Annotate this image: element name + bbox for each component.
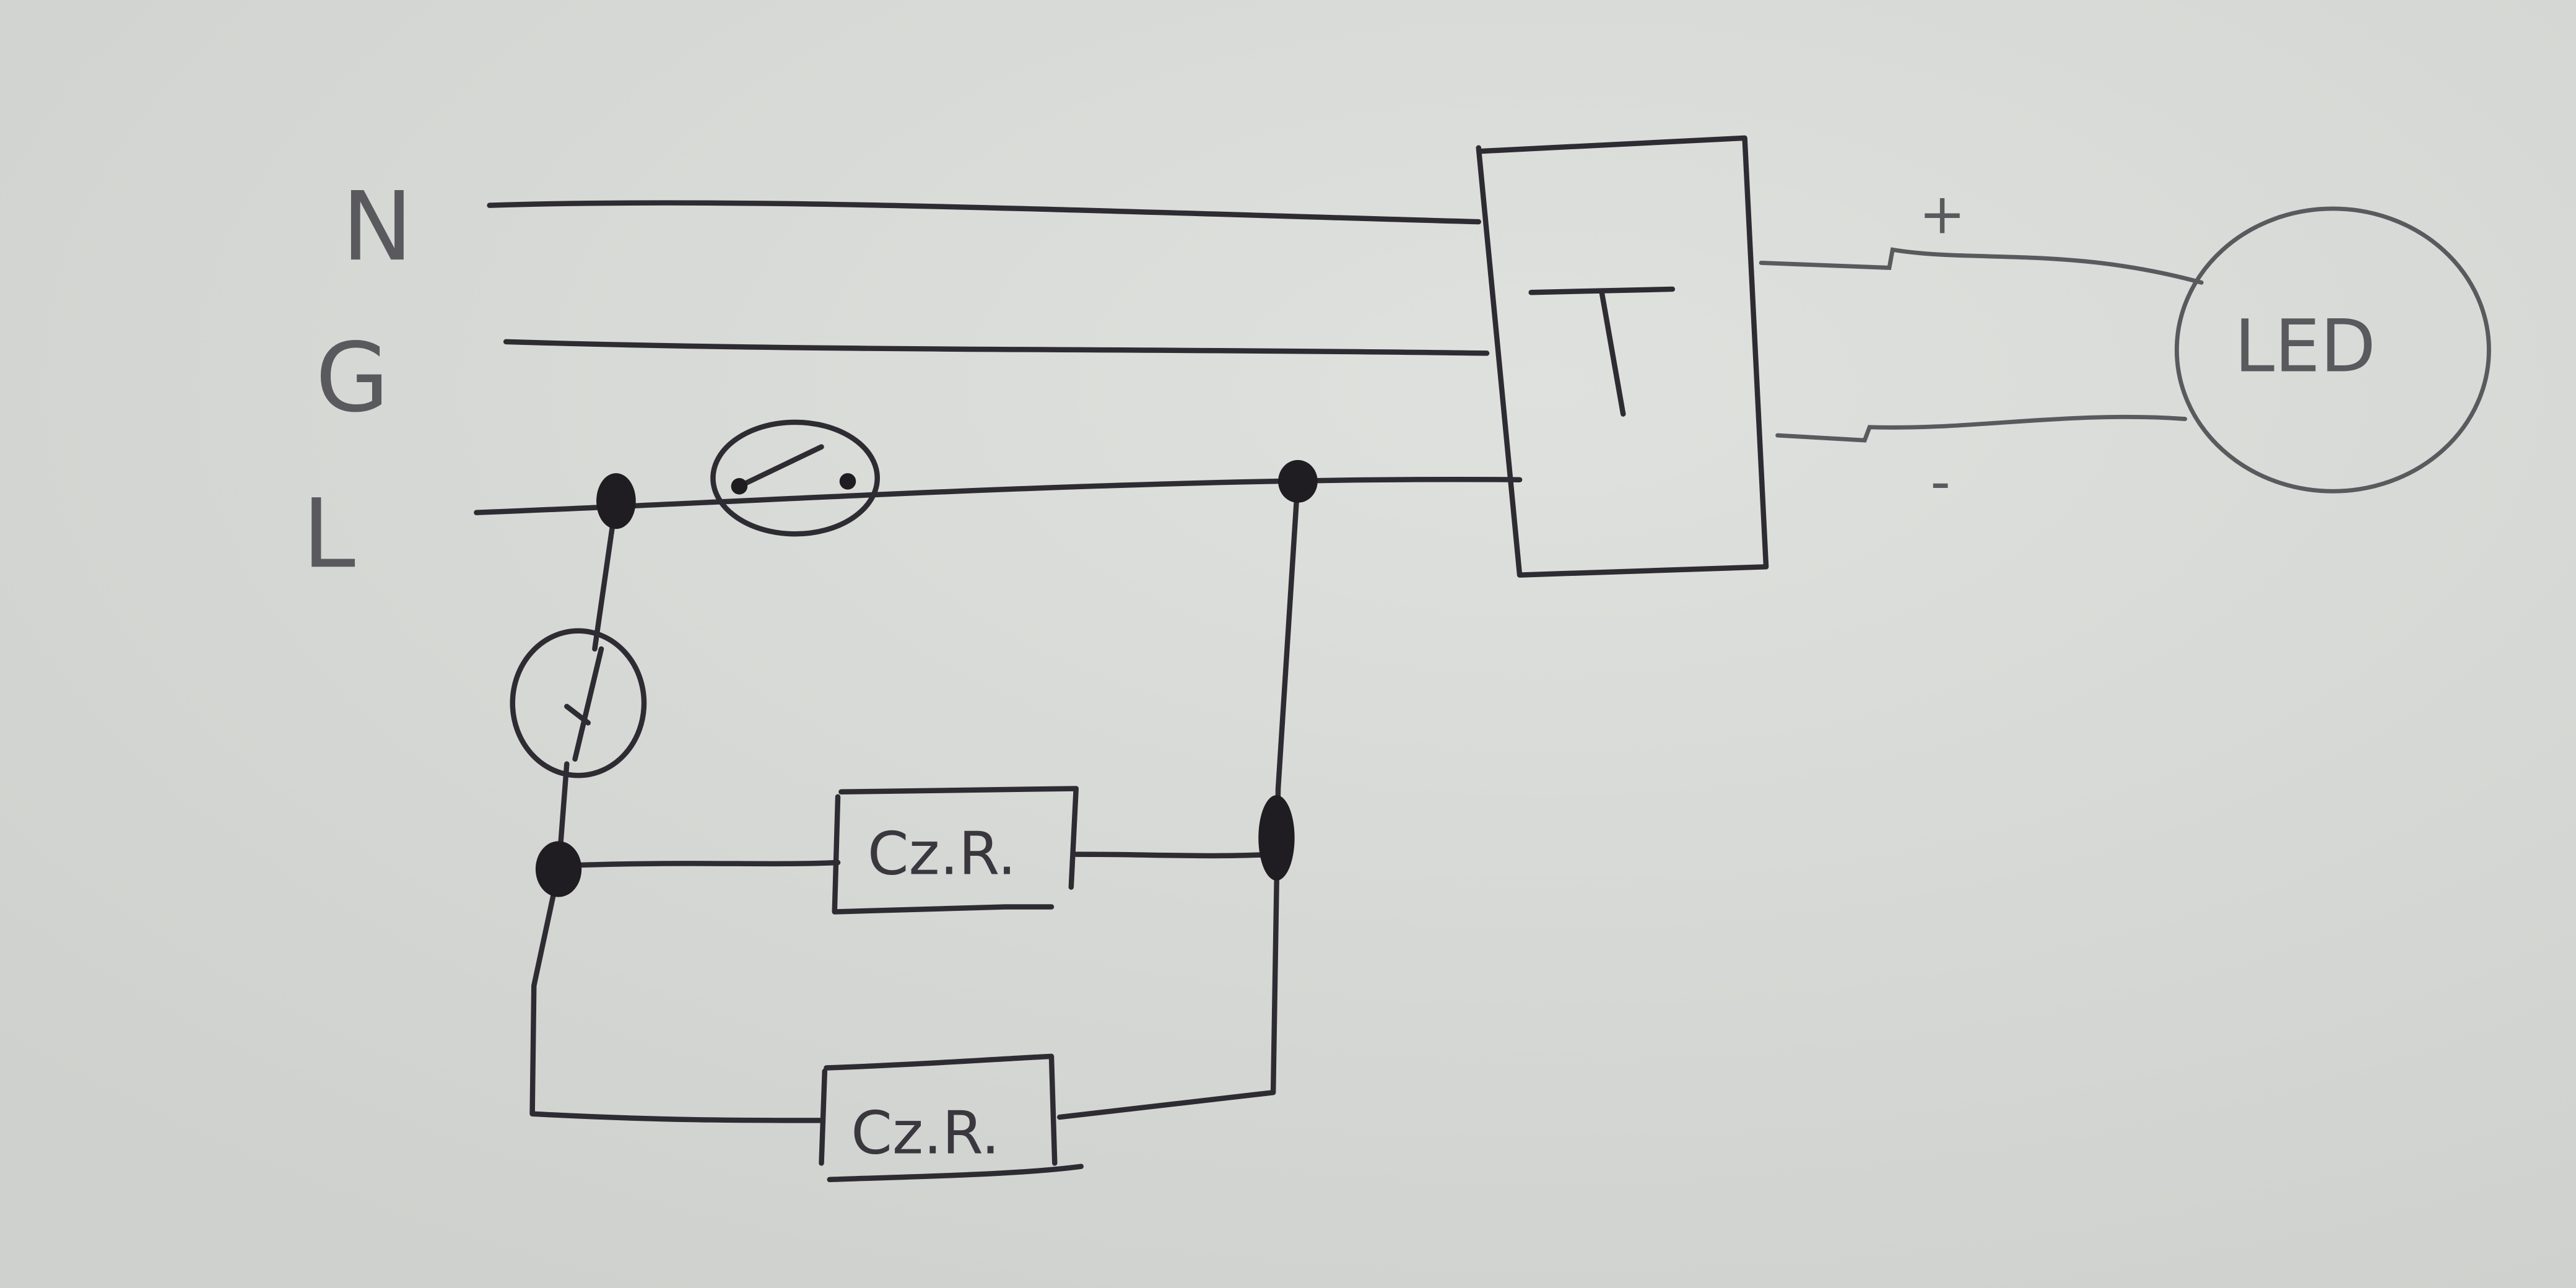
neutral-wire [487, 200, 1481, 225]
label-line: L [302, 479, 355, 590]
led-lamp [2174, 206, 2491, 494]
branch-switch-blade [564, 646, 604, 762]
negative-wire [1775, 414, 2188, 443]
branch-switch-circle [510, 628, 647, 778]
component-label: Cz.R. [868, 819, 1016, 888]
label-ground: G [315, 323, 389, 433]
series-switch-circle [710, 419, 880, 537]
upper-branch-wire [555, 851, 1276, 869]
component-box [832, 786, 1079, 915]
led-label: LED [2234, 305, 2376, 389]
component-label: Cz.R. [851, 1098, 999, 1167]
junction-dot [535, 841, 582, 897]
label-neutral: N [342, 172, 413, 282]
positive-label: + [1919, 182, 1966, 247]
negative-label: - [1930, 450, 1951, 515]
positive-wire [1759, 247, 2204, 285]
transformer-box [1476, 135, 1769, 578]
switch-contact [731, 478, 748, 495]
branch-right-wire [1056, 477, 1301, 1120]
junction-dot [1258, 795, 1295, 881]
ground-wire [503, 339, 1490, 356]
series-switch-blade [736, 444, 824, 489]
transformer-symbol [1528, 286, 1676, 417]
switch-contact [839, 473, 856, 490]
junction-dot [1278, 459, 1318, 503]
junction-dot [596, 473, 636, 529]
component-box [819, 1053, 1084, 1183]
